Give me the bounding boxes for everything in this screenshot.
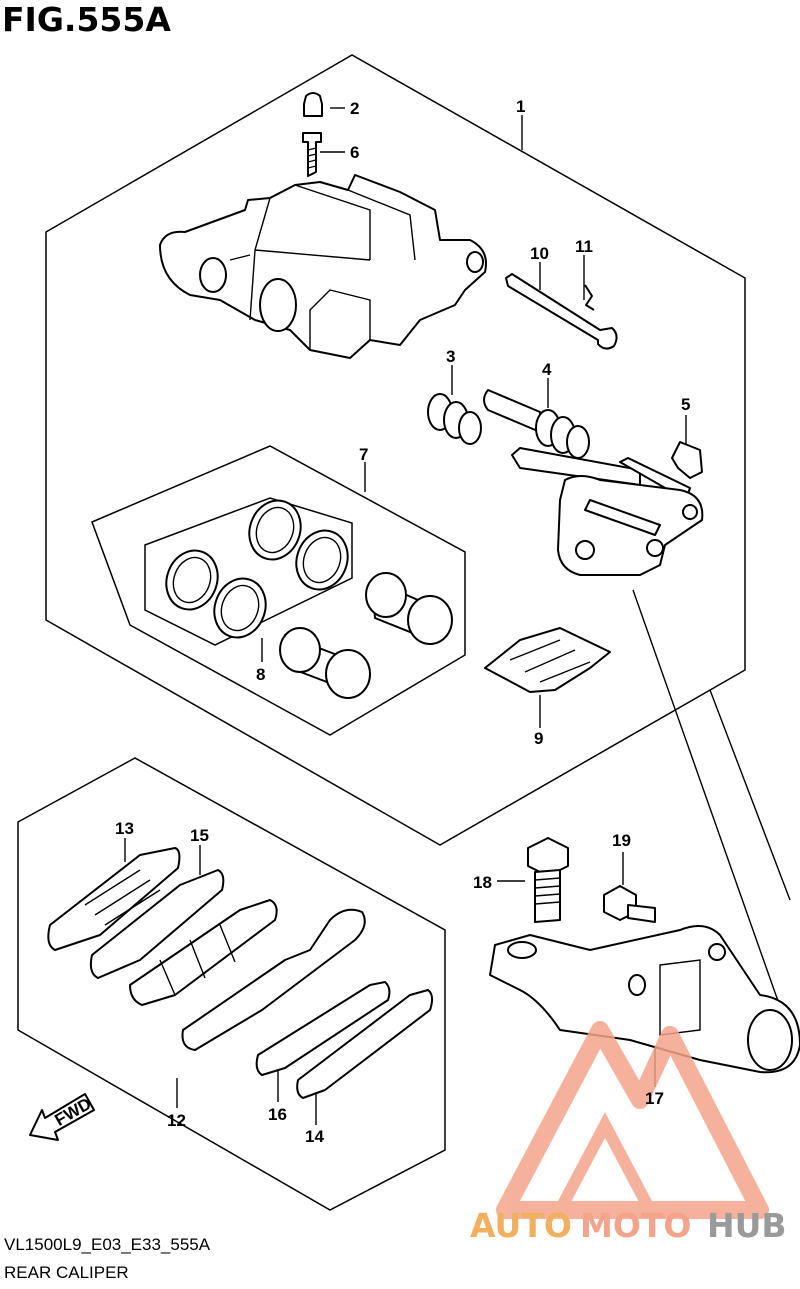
callout-5: 5 [681,395,690,414]
pad-shim-13 [47,847,181,951]
pad-shim-14 [296,989,434,1099]
bleeder-cap-2 [303,92,323,117]
piston-seals-8 [165,499,349,639]
figure-title: FIG.555A [2,0,171,39]
callout-12: 12 [167,1111,186,1130]
callout-6: 6 [350,143,359,162]
caliper-body [159,174,487,359]
fwd-arrow-icon [29,1093,95,1141]
pin-clip-11 [584,284,595,311]
boot-3 [427,393,482,445]
callout-1: 1 [516,97,525,116]
seal-kit-frame-7 [91,445,466,736]
brake-pad-15 [129,899,278,1006]
callout-18: 18 [473,873,492,892]
fwd-label: FWD [52,1094,95,1130]
pin-19 [603,885,656,923]
boot-4 [483,389,590,459]
pad-shim-15 [89,869,225,979]
callout-9: 9 [534,729,543,748]
brake-pad-16 [255,981,391,1076]
callout-14: 14 [305,1127,324,1146]
watermark-part1: AUTO [470,1206,572,1245]
bleeder-valve-6 [302,132,322,177]
diagram-code: VL1500L9_E03_E33_555A [4,1235,211,1254]
callout-4: 4 [542,360,552,379]
callout-11: 11 [575,237,593,256]
pad-pin-10 [505,273,618,350]
pistons [279,572,453,699]
pad-spring-9 [484,627,611,693]
callout-15: 15 [190,826,209,845]
diagram-name: REAR CALIPER [4,1263,129,1282]
callout-17: 17 [645,1089,664,1108]
callout-13: 13 [115,819,134,838]
callout-19: 19 [612,831,631,850]
callout-16: 16 [268,1105,287,1124]
caliper-bracket [511,447,704,576]
watermark-part2: MOTO [580,1206,691,1245]
watermark-part3: HUB [707,1206,787,1245]
bolt-18 [527,837,569,923]
assembly-frame-1 [45,54,746,846]
seal-subframe-8 [144,497,353,646]
pad-set-frame-12 [17,757,446,1211]
callout-3: 3 [446,347,455,366]
callout-8: 8 [256,665,265,684]
callout-10: 10 [530,244,549,263]
caliper-bracket-17 [489,925,800,1074]
watermark-logo [496,1021,769,1219]
callout-7: 7 [359,445,368,464]
spring-clip-5 [671,441,703,479]
callout-2: 2 [350,99,359,118]
leader-lines [124,107,791,1125]
pad-plate-16 [181,908,366,1051]
